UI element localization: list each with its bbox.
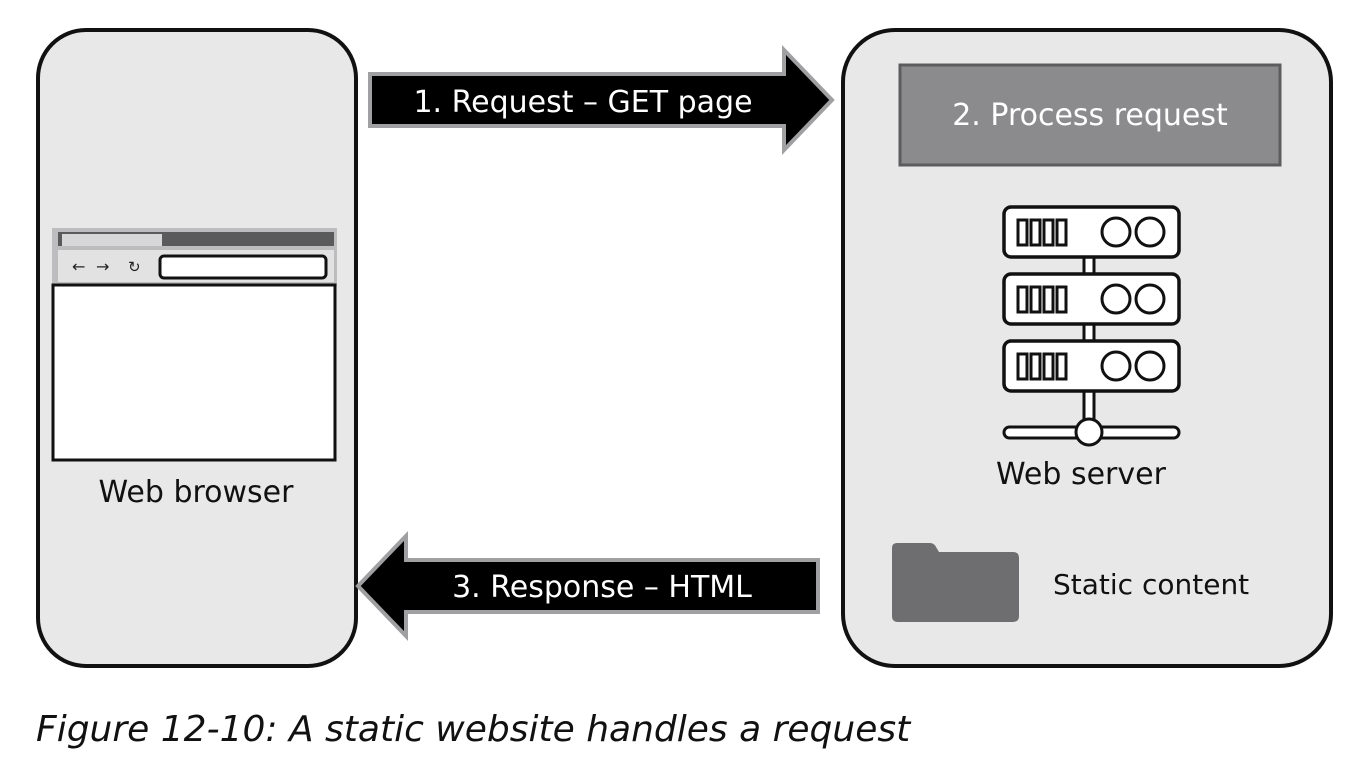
browser-tab bbox=[62, 234, 162, 246]
server-status-light bbox=[1134, 350, 1166, 382]
server-status-light bbox=[1100, 350, 1132, 382]
server-drive-slot bbox=[1016, 352, 1029, 381]
response-arrow-label: 3. Response – HTML bbox=[452, 570, 752, 605]
address-bar bbox=[158, 254, 328, 280]
server-status-light bbox=[1100, 283, 1132, 315]
static-website-diagram: ← → ↻ Web browser 2. Process request Web… bbox=[36, 28, 1333, 668]
server-status-light bbox=[1100, 216, 1132, 248]
server-drive-slot bbox=[1055, 352, 1068, 381]
server-stem bbox=[1082, 389, 1096, 423]
web-browser-panel: ← → ↻ Web browser bbox=[36, 28, 358, 668]
figure-caption: Figure 12-10: A static website handles a… bbox=[36, 709, 911, 750]
folder-shape bbox=[892, 543, 1019, 622]
web-server-panel: 2. Process request Web server Static con… bbox=[841, 28, 1333, 668]
server-drive-slot bbox=[1016, 218, 1029, 247]
web-browser-label: Web browser bbox=[99, 475, 295, 510]
web-server-label: Web server bbox=[996, 457, 1167, 492]
static-content-label: Static content bbox=[1053, 568, 1249, 601]
process-request-box bbox=[898, 63, 1282, 167]
request-arrow-shape bbox=[368, 45, 835, 155]
server-drive-slot bbox=[1029, 352, 1042, 381]
server-rack-icon bbox=[1002, 205, 1181, 447]
server-status-light bbox=[1134, 283, 1166, 315]
browser-viewport bbox=[51, 283, 337, 462]
server-drive-slot bbox=[1055, 218, 1068, 247]
server-drive-slot bbox=[1029, 285, 1042, 314]
server-status-light bbox=[1134, 216, 1166, 248]
process-request-label: 2. Process request bbox=[952, 98, 1228, 133]
forward-arrow-icon: → bbox=[96, 257, 109, 276]
server-drive-slot bbox=[1042, 352, 1055, 381]
back-arrow-icon: ← bbox=[72, 257, 85, 276]
request-arrow: 1. Request – GET page bbox=[368, 45, 835, 155]
server-drive-slot bbox=[1055, 285, 1068, 314]
server-drive-slot bbox=[1042, 285, 1055, 314]
server-connector bbox=[1082, 255, 1096, 276]
folder-icon bbox=[892, 543, 1019, 622]
server-drive-slot bbox=[1029, 218, 1042, 247]
server-connector bbox=[1082, 322, 1096, 343]
server-drive-slot bbox=[1016, 285, 1029, 314]
server-base-hub bbox=[1074, 417, 1104, 447]
response-arrow-shape bbox=[355, 531, 820, 641]
browser-window-icon: ← → ↻ bbox=[51, 228, 337, 462]
server-drive-slot bbox=[1042, 218, 1055, 247]
response-arrow: 3. Response – HTML bbox=[355, 531, 820, 641]
reload-icon: ↻ bbox=[128, 258, 141, 276]
request-arrow-label: 1. Request – GET page bbox=[413, 85, 752, 120]
